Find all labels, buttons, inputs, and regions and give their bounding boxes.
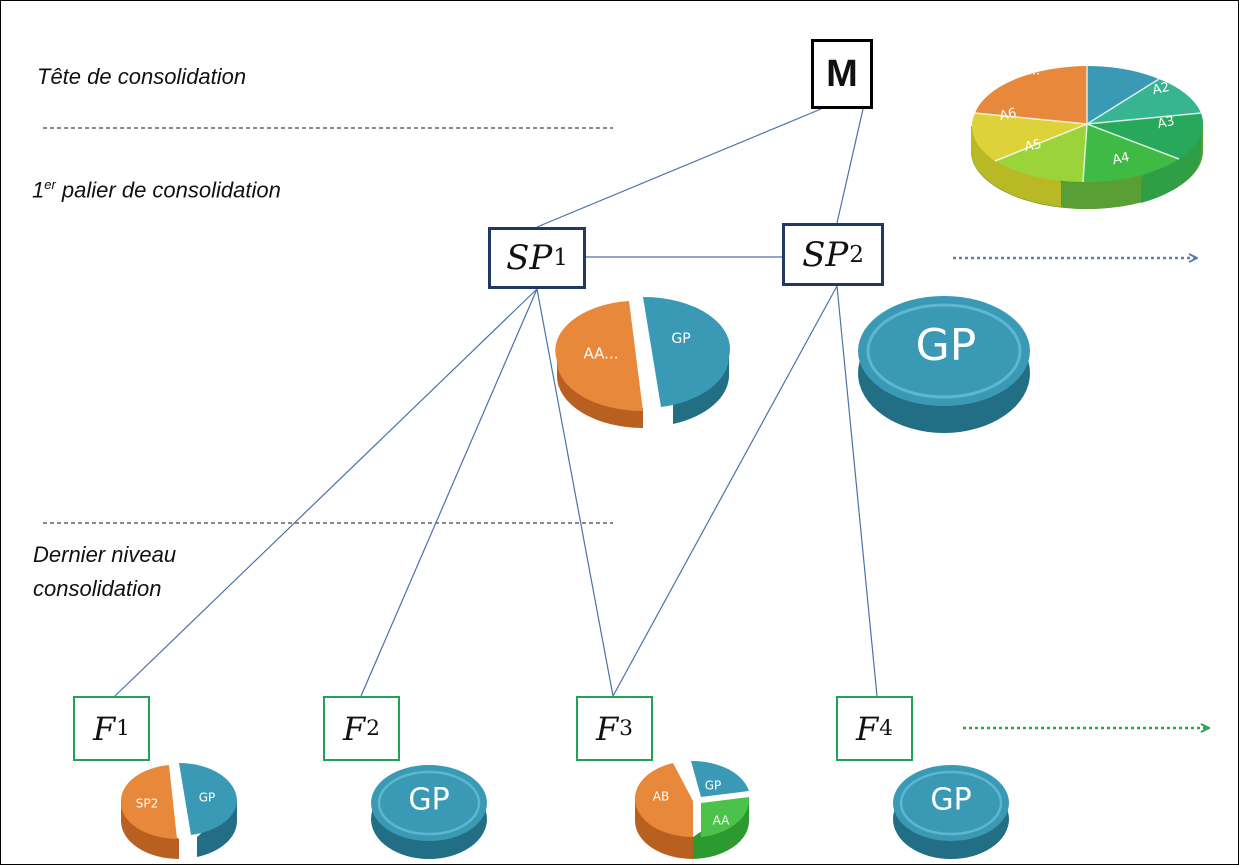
node-f1-sub: 1 (116, 716, 131, 741)
pie-f2: GP (371, 765, 487, 859)
edge-m-sp2 (836, 108, 864, 224)
label-first-prefix: 1 (32, 177, 45, 203)
edge-sp1-f3 (536, 288, 614, 697)
node-sp1-base: SP (506, 238, 553, 278)
edge-sp2-f4 (836, 285, 878, 697)
pie-sp2: GP (858, 296, 1030, 433)
pie-f3-label-ab: AB (653, 790, 669, 804)
pie-f3-label-aa: AA (713, 814, 731, 828)
pie-sp2-label-gp: GP (916, 320, 977, 371)
pie-m-label-a5: A5 (1023, 137, 1043, 155)
pie-m-label-a1: A1 (1110, 51, 1130, 69)
node-f1-base: F (92, 709, 116, 748)
pie-m: A1 A2 A3 A4 A5 A6 ... (971, 51, 1203, 209)
pie-m-label-a6: A6 (998, 106, 1018, 124)
pie-f4-label-gp: GP (930, 783, 971, 818)
pie-f3-label-gp: GP (705, 779, 722, 793)
pie-sp1: AA... GP (555, 296, 731, 428)
pie-f4: GP (893, 765, 1009, 859)
node-f3-base: F (595, 709, 619, 748)
label-head-level: Tête de consolidation (37, 64, 247, 89)
label-first-sup: er (44, 177, 56, 192)
node-sp2-sub: 2 (849, 241, 864, 268)
node-f3-sub: 3 (619, 716, 634, 741)
pie-f3: AB GP AA (634, 760, 750, 859)
pie-m-label-a4: A4 (1111, 150, 1131, 168)
pie-f1-label-sp2: SP2 (136, 797, 159, 811)
edge-sp1-f1 (114, 288, 538, 697)
label-first-level: 1er palier de consolidation (32, 170, 281, 205)
pie-f1-label-gp: GP (199, 791, 216, 805)
pie-sp1-label-gp: GP (671, 331, 690, 347)
node-f4-base: F (855, 709, 879, 748)
pie-m-label-a3: A3 (1156, 114, 1176, 132)
node-f2-base: F (342, 709, 366, 748)
edge-sp1-f2 (360, 288, 538, 697)
edge-m-sp1 (536, 108, 822, 228)
label-last-line1: Dernier niveau (33, 542, 177, 567)
pie-m-label-a2: A2 (1151, 80, 1171, 98)
label-first-rest: palier de consolidation (55, 177, 281, 203)
node-f2-sub: 2 (366, 716, 381, 741)
edge-sp2-f3 (612, 285, 838, 697)
node-sp2-base: SP (802, 234, 849, 275)
label-last-level: Dernier niveau consolidation (33, 540, 176, 604)
pie-m-label-other: ... (1028, 64, 1040, 79)
pie-f2-label-gp: GP (408, 783, 449, 818)
node-m-label: M (826, 52, 858, 95)
node-sp1-sub: 1 (553, 245, 568, 271)
node-m[interactable]: M (811, 39, 873, 109)
label-last-line2: consolidation (33, 576, 162, 601)
pie-f1: SP2 GP (120, 763, 237, 859)
node-f4-sub: 4 (879, 716, 894, 741)
pie-sp1-label-aa: AA... (584, 345, 619, 363)
